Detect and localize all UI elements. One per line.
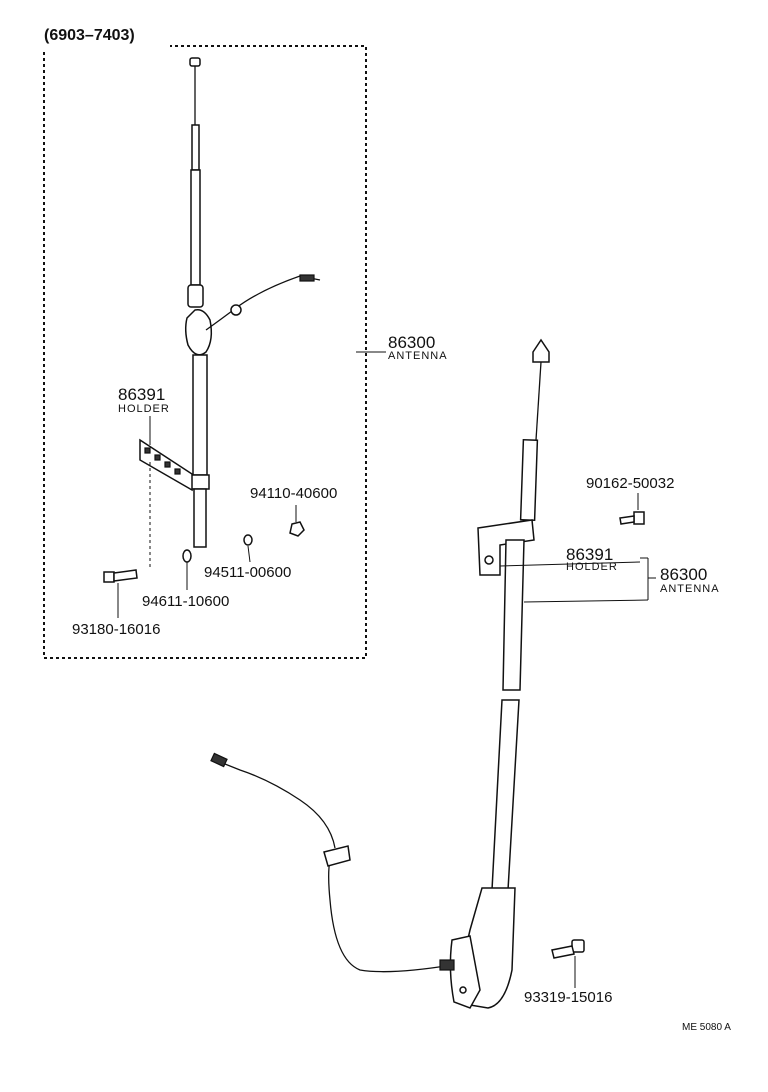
inset-washer-b-part-no: 94611-10600	[142, 593, 229, 610]
main-bolt-part-no: 93319-15016	[524, 989, 612, 1006]
inset-washer-a-part-no: 94511-00600	[204, 564, 291, 581]
main-screw-part-no: 90162-50032	[586, 475, 674, 492]
inset-antenna-name: ANTENNA	[388, 350, 448, 362]
inset-group: (6903–7403)	[43, 27, 448, 659]
main-holder-name: HOLDER	[566, 561, 618, 573]
inset-antenna-part-no: 86300	[388, 333, 435, 352]
inset-range-label: (6903–7403)	[44, 27, 135, 44]
main-antenna-name: ANTENNA	[660, 583, 720, 595]
main-antenna-part-no: 86300	[660, 565, 707, 584]
inset-holder-name: HOLDER	[118, 403, 170, 415]
main-antenna-drawing	[210, 338, 656, 1009]
inset-nut-part-no: 94110-40600	[250, 485, 337, 502]
inset-antenna-drawing	[103, 57, 386, 618]
main-holder-part-no: 86391	[566, 545, 613, 564]
inset-bolt-part-no: 93180-16016	[72, 621, 160, 638]
reference-code: ME 5080 A	[682, 1022, 731, 1033]
inset-dotted-frame	[43, 45, 367, 659]
main-group: 90162-50032 86391 HOLDER 86300 ANTENNA 9…	[210, 338, 720, 1009]
inset-holder-part-no: 86391	[118, 385, 165, 404]
